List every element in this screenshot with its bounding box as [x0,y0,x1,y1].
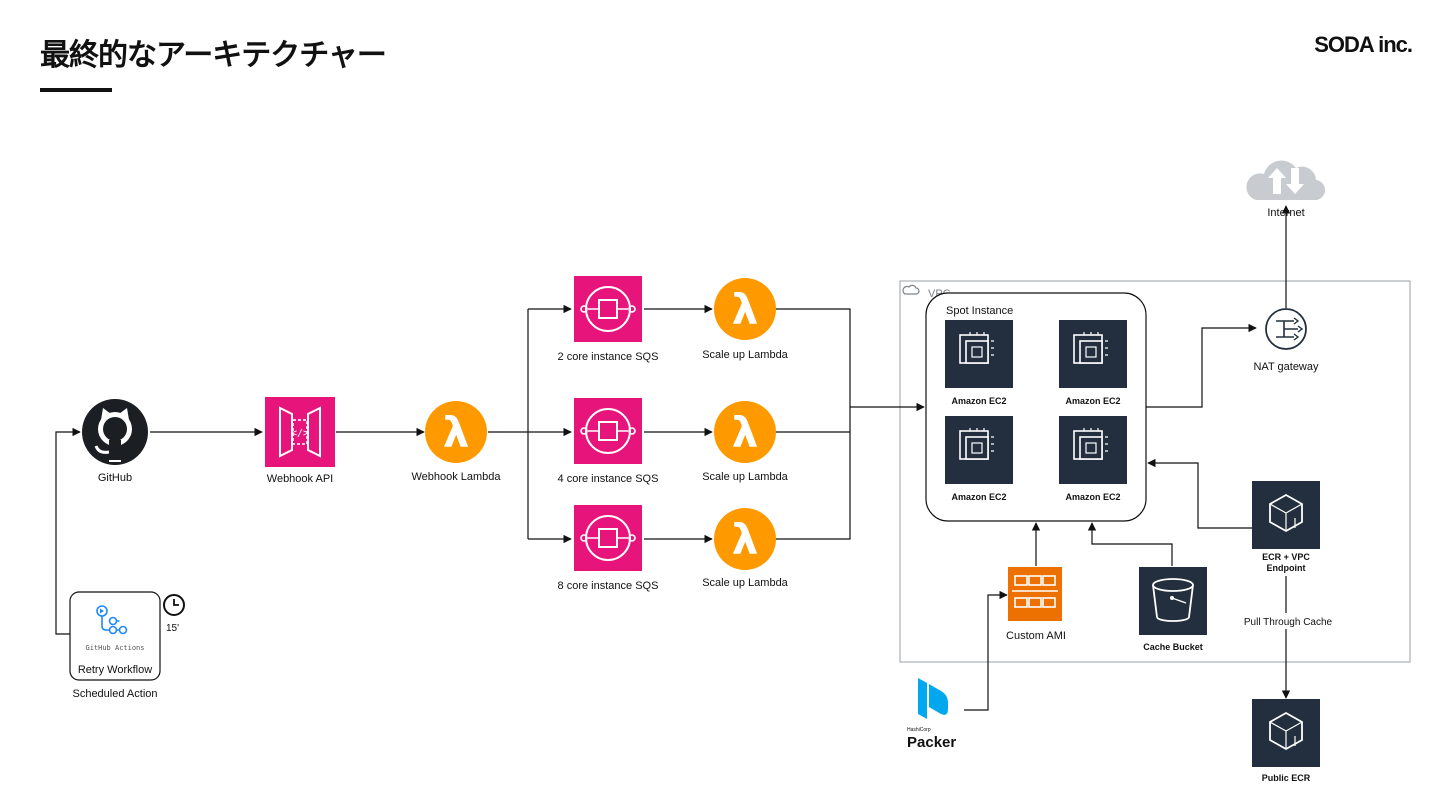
scheduled-action-label: Scheduled Action [72,688,157,700]
svg-text:λ: λ [732,408,759,457]
packer-logo [918,678,948,719]
sqs-label-4: 4 core instance SQS [558,473,659,485]
wire-bucket-to-spot [1087,522,1173,566]
pull-through-cache-bg [1240,613,1334,629]
ec2-label-2: Amazon EC2 [1065,396,1120,406]
packer-label: Packer [907,734,956,751]
cache-bucket-icon [1139,567,1207,635]
clock-icon [163,594,185,616]
github-icon [82,399,148,465]
internet-label: Internet [1267,207,1304,219]
svg-text:</>: </> [291,428,309,439]
vpc-boundary [899,280,1411,663]
sqs-icon-4 [574,398,642,464]
spot-instance-label: Spot Instance [946,305,1013,317]
github-actions-icon [96,605,128,635]
sqs-label-2: 2 core instance SQS [558,351,659,363]
ec2-icon-2 [1059,320,1127,388]
ecr-icon [1252,481,1320,549]
retry-workflow-card [69,591,161,681]
retry-workflow-label: Retry Workflow [78,664,152,676]
title-underline [40,88,112,92]
vpc-cloud-icon [901,282,921,298]
custom-ami-icon [1008,567,1062,621]
wire-ecr-to-spot [1147,458,1252,529]
scale-lambda-label-3: Scale up Lambda [702,577,788,589]
svg-text:λ: λ [732,285,759,334]
nat-gateway-label: NAT gateway [1253,361,1319,373]
cache-bucket-label: Cache Bucket [1143,642,1203,652]
ec2-label-1: Amazon EC2 [951,396,1006,406]
svg-text:λ: λ [732,515,759,564]
sqs-label-8: 8 core instance SQS [558,580,659,592]
wire-lambdas-merge [776,308,851,540]
wire-retry-to-github [55,427,81,635]
webhook-lambda-icon: λ [425,401,487,463]
internet-cloud-icon [1246,160,1326,201]
webhook-api-label: Webhook API [267,473,333,485]
public-ecr-label: Public ECR [1262,773,1311,783]
page-title: 最終的なアーキテクチャー [40,38,387,73]
scale-lambda-icon-3: λ [714,508,776,570]
public-ecr-icon [1252,699,1320,767]
pull-through-cache-label: Pull Through Cache [1244,617,1333,628]
webhook-lambda-label: Webhook Lambda [411,471,501,483]
brand-logo: SODA inc. [1314,32,1413,57]
packer-hashicorp-label: HashiCorp [907,727,931,733]
sqs-icon-8 [574,505,642,571]
ecr-label-line2: Endpoint [1267,563,1306,573]
github-label: GitHub [98,472,132,484]
svg-text:λ: λ [443,408,470,457]
custom-ami-label: Custom AMI [1006,630,1066,642]
ec2-label-4: Amazon EC2 [1065,492,1120,502]
scale-lambda-icon-1: λ [714,278,776,340]
scale-lambda-icon-2: λ [714,401,776,463]
ec2-icon-3 [945,416,1013,484]
github-actions-label: GitHub Actions [85,644,144,652]
ec2-icon-4 [1059,416,1127,484]
wire-packer-to-ami [964,590,1008,711]
schedule-interval-label: 15' [166,623,179,634]
sqs-icon-2 [574,276,642,342]
ec2-icon-1 [945,320,1013,388]
scale-lambda-label-2: Scale up Lambda [702,471,788,483]
scale-lambda-label-1: Scale up Lambda [702,349,788,361]
ecr-label-line1: ECR + VPC [1262,552,1310,562]
api-gateway-icon: </> [265,397,335,467]
nat-gateway-icon [1265,308,1307,350]
wire-spot-to-nat [1146,323,1257,408]
ec2-label-3: Amazon EC2 [951,492,1006,502]
